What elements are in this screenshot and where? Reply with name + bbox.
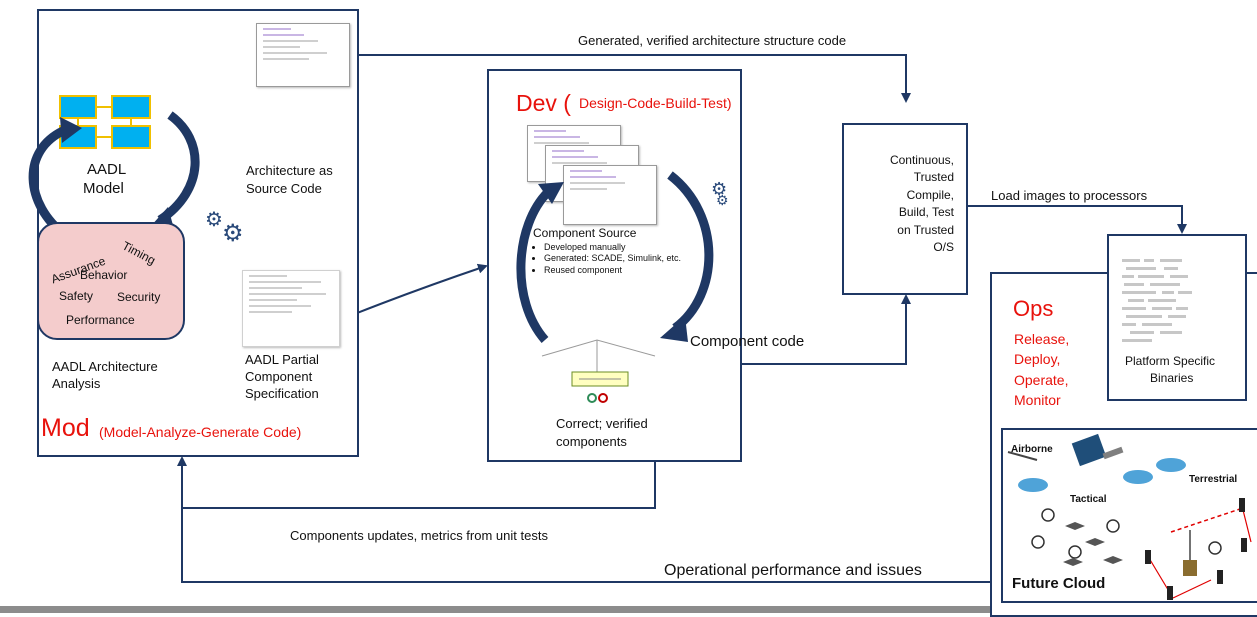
future-cloud-network [1007, 433, 1252, 600]
analysis-label-1: AADL Architecture [52, 359, 158, 374]
arrow-component-updates [177, 456, 656, 509]
aadl-model-label-1: AADL [87, 161, 127, 178]
bottom-rule [0, 606, 1257, 613]
mod-title: Mod [41, 414, 90, 442]
operational-label: Operational performance and issues [664, 562, 922, 579]
quality-safety: Safety [59, 289, 94, 303]
ops-title: Ops [1013, 296, 1054, 321]
future-cloud-title: Future Cloud [1012, 575, 1106, 592]
future-cloud-box [1001, 428, 1257, 603]
aadl-model-label-2: Model [83, 180, 124, 197]
arrow-load-images [967, 205, 1187, 234]
generated-code-label: Generated, verified architecture structu… [578, 33, 847, 48]
architecture-code-thumbnail [256, 23, 350, 87]
dev-cycle-arrows [516, 171, 714, 343]
arrow-partial-spec-to-dev [351, 263, 488, 316]
arch-source-label-2: Source Code [246, 181, 322, 196]
quality-performance: Performance [66, 313, 135, 327]
list-item: Generated: SCADE, Simulink, etc. [544, 253, 686, 264]
arch-source-label-1: Architecture as [246, 163, 333, 178]
binaries-label-1: Platform Specific [1125, 354, 1216, 368]
component-code-label: Component code [690, 333, 805, 350]
ops-lines: Release, Deploy, Operate, Monitor [1014, 331, 1070, 409]
gear-icon: ⚙ [205, 209, 223, 231]
gear-icon: ⚙ [711, 179, 728, 199]
analysis-label-2: Analysis [52, 376, 101, 391]
build-text: Continuous, Trusted Compile, Build, Test… [889, 153, 954, 254]
partial-spec-label-3: Specification [245, 386, 319, 401]
arrow-generated-code [352, 54, 911, 103]
partial-spec-label-1: AADL Partial [245, 352, 319, 367]
quality-behavior: Behavior [80, 268, 128, 282]
verified-component-diagram [541, 339, 656, 403]
source-file-thumbnail-3 [563, 165, 657, 225]
partial-spec-thumbnail [242, 270, 340, 347]
build-box [842, 123, 968, 295]
partial-spec-label-2: Component [245, 369, 313, 384]
mod-subtitle: (Model-Analyze-Generate Code) [99, 424, 302, 440]
arrow-component-code [664, 294, 911, 365]
dev-subtitle: Design-Code-Build-Test) [579, 95, 732, 111]
component-updates-label: Components updates, metrics from unit te… [290, 528, 548, 543]
gear-icon: ⚙ [716, 192, 729, 208]
arrow-operational [181, 508, 998, 583]
verified-components-label-1: Correct; verified [556, 416, 648, 431]
quality-security: Security [117, 290, 161, 304]
load-images-label: Load images to processors [991, 188, 1148, 203]
binaries-thumbnail [1122, 259, 1192, 342]
dev-title: Dev ( [516, 90, 571, 116]
component-source-label: Component Source [533, 226, 637, 240]
tactical-label: Tactical [1070, 494, 1107, 505]
gear-icon: ⚙ [222, 220, 244, 247]
airborne-label: Airborne [1011, 444, 1053, 455]
binaries-label-2: Binaries [1150, 371, 1194, 385]
list-item: Reused component [544, 265, 686, 276]
terrestrial-label: Terrestrial [1189, 474, 1238, 485]
verified-components-label-2: components [556, 434, 627, 449]
component-source-list: Developed manually Generated: SCADE, Sim… [530, 242, 686, 276]
analysis-box [37, 222, 185, 340]
list-item: Developed manually [544, 242, 686, 253]
